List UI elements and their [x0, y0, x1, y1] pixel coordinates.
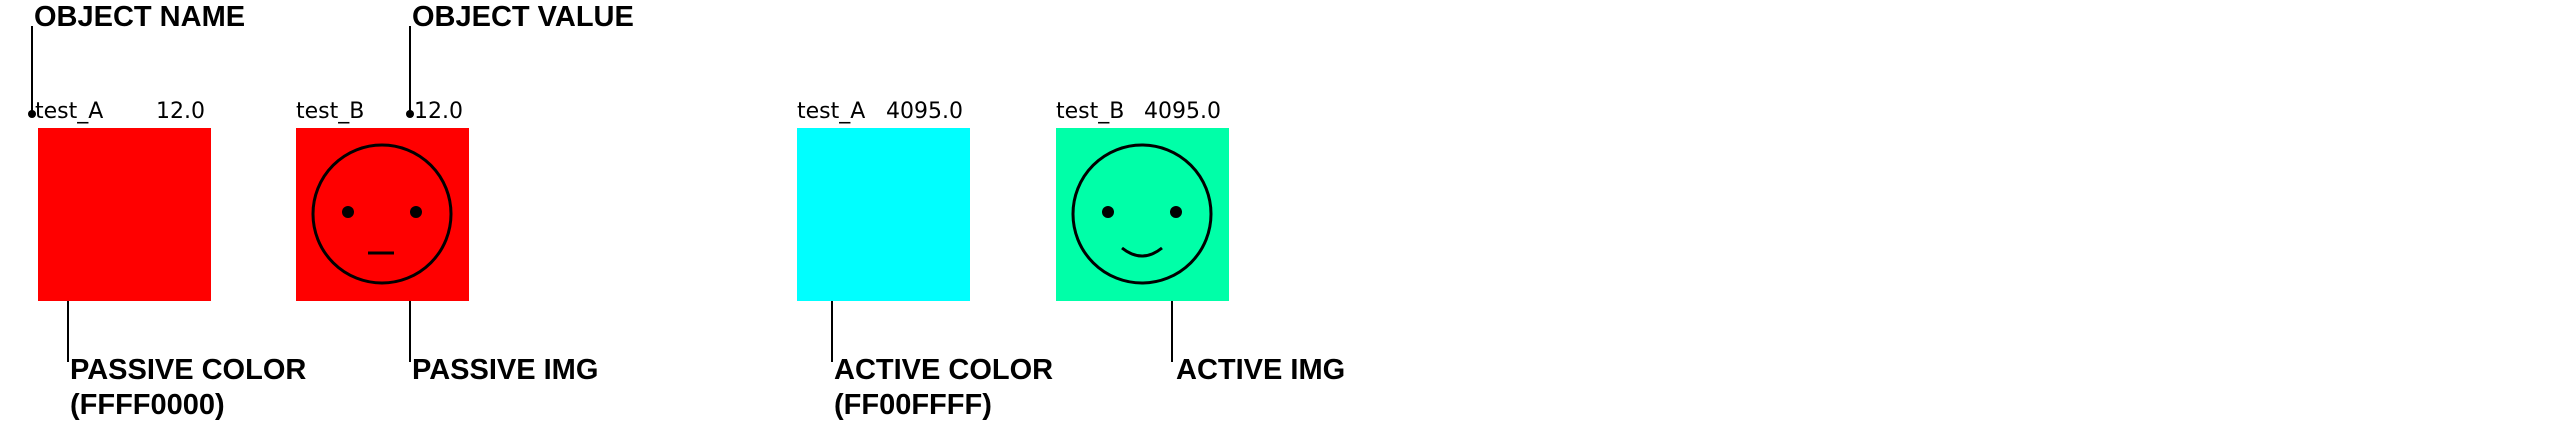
object-4-value: 4095.0: [1144, 99, 1221, 124]
object-1-passive-color-swatch: [38, 128, 211, 301]
active-color-callout-line1: ACTIVE COLOR: [834, 354, 1054, 386]
object-3-name: test_A: [797, 99, 866, 124]
object-2-name: test_B: [296, 99, 365, 124]
active-img-callout: ACTIVE IMG: [1176, 354, 1346, 386]
active-color-callout: ACTIVE COLOR (FF00FFFF): [834, 353, 1053, 423]
object-name-callout: OBJECT NAME: [34, 1, 246, 33]
passive-img-callout: PASSIVE IMG: [412, 354, 599, 386]
object-3-active-color-swatch: [797, 128, 970, 301]
object-2-value: 12.0: [414, 99, 463, 124]
passive-color-callout-line2: (FFFF0000): [70, 389, 225, 421]
object-1-value: 12.0: [156, 99, 205, 124]
smiley-face-icon: [1071, 143, 1213, 285]
object-value-callout: OBJECT VALUE: [412, 1, 634, 33]
neutral-face-icon: [311, 143, 453, 285]
object-4-name: test_B: [1056, 99, 1125, 124]
object-1-name: test_A: [35, 99, 104, 124]
passive-color-callout: PASSIVE COLOR (FFFF0000): [70, 353, 306, 423]
object-2-passive-img-swatch: [296, 128, 469, 301]
passive-color-callout-line1: PASSIVE COLOR: [70, 354, 307, 386]
active-color-callout-line2: (FF00FFFF): [834, 389, 992, 421]
object-3-value: 4095.0: [886, 99, 963, 124]
object-4-active-img-swatch: [1056, 128, 1229, 301]
object-value-leader-dot: [406, 110, 414, 118]
